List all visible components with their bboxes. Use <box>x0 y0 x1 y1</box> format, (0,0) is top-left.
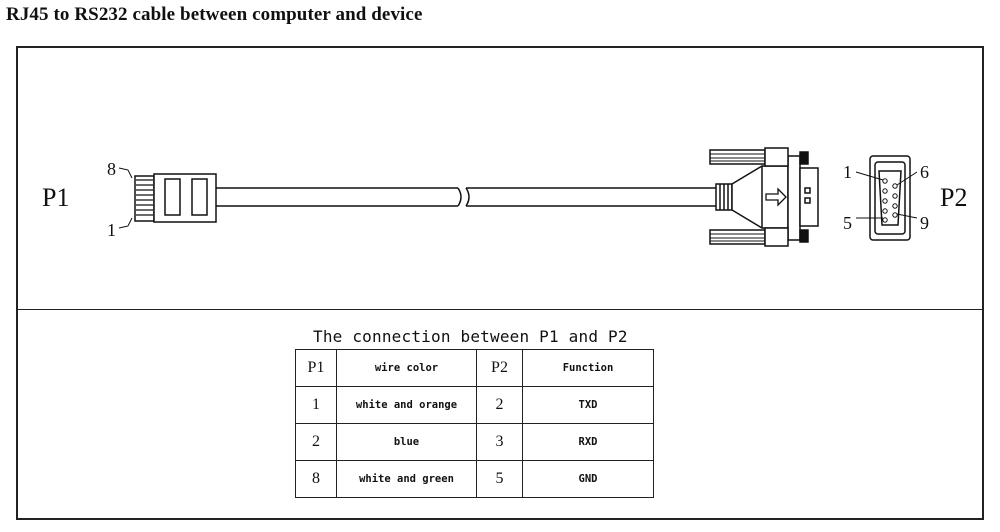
page-title: RJ45 to RS232 cable between computer and… <box>6 4 423 25</box>
db9-connector <box>709 147 819 247</box>
db9-face <box>869 155 911 241</box>
db9-pin9-label: 9 <box>920 213 929 233</box>
p2-label: P2 <box>940 183 967 212</box>
rj45-connector <box>134 173 223 223</box>
table-header-row: P1 wire color P2 Function <box>295 349 654 387</box>
table-row: 1 white and orange 2 TXD <box>295 386 654 424</box>
cell-p1: 1 <box>295 386 337 424</box>
db9-pin1-leader <box>855 171 884 181</box>
cell-p2: 5 <box>476 460 523 498</box>
header-p2: P2 <box>476 349 523 387</box>
header-wire-color: wire color <box>336 349 477 387</box>
cell-function: TXD <box>522 386 654 424</box>
db9-pin6-label: 6 <box>920 162 929 182</box>
rj45-contacts <box>136 179 153 216</box>
table-row: 8 white and green 5 GND <box>295 460 654 498</box>
db9-pin9-leader <box>896 213 918 219</box>
db9-pin1-label: 1 <box>843 162 852 182</box>
section-divider <box>18 309 982 310</box>
cable <box>223 187 716 207</box>
diagram-frame: P1 8 1 <box>16 46 984 520</box>
cell-p2: 2 <box>476 386 523 424</box>
rj45-pin1-leader <box>118 217 133 229</box>
p1-label: P1 <box>42 183 69 212</box>
cell-wire-color: blue <box>336 423 477 461</box>
rj45-pin1-label: 1 <box>107 220 116 240</box>
rj45-pin8-label: 8 <box>107 159 116 179</box>
cell-p1: 2 <box>295 423 337 461</box>
cable-diagram: P1 8 1 <box>42 147 967 247</box>
rj45-pin8-leader <box>118 167 133 179</box>
cell-wire-color: white and orange <box>336 386 477 424</box>
cell-p2: 3 <box>476 423 523 461</box>
connection-table: P1 wire color P2 Function 1 white and or… <box>295 349 654 498</box>
header-p1: P1 <box>295 349 337 387</box>
table-row: 2 blue 3 RXD <box>295 423 654 461</box>
cell-p1: 8 <box>295 460 337 498</box>
db9-pin6-leader <box>896 171 918 186</box>
cell-wire-color: white and green <box>336 460 477 498</box>
cell-function: GND <box>522 460 654 498</box>
cell-function: RXD <box>522 423 654 461</box>
table-title: The connection between P1 and P2 <box>313 327 628 346</box>
db9-pin5-label: 5 <box>843 213 852 233</box>
header-function: Function <box>522 349 654 387</box>
